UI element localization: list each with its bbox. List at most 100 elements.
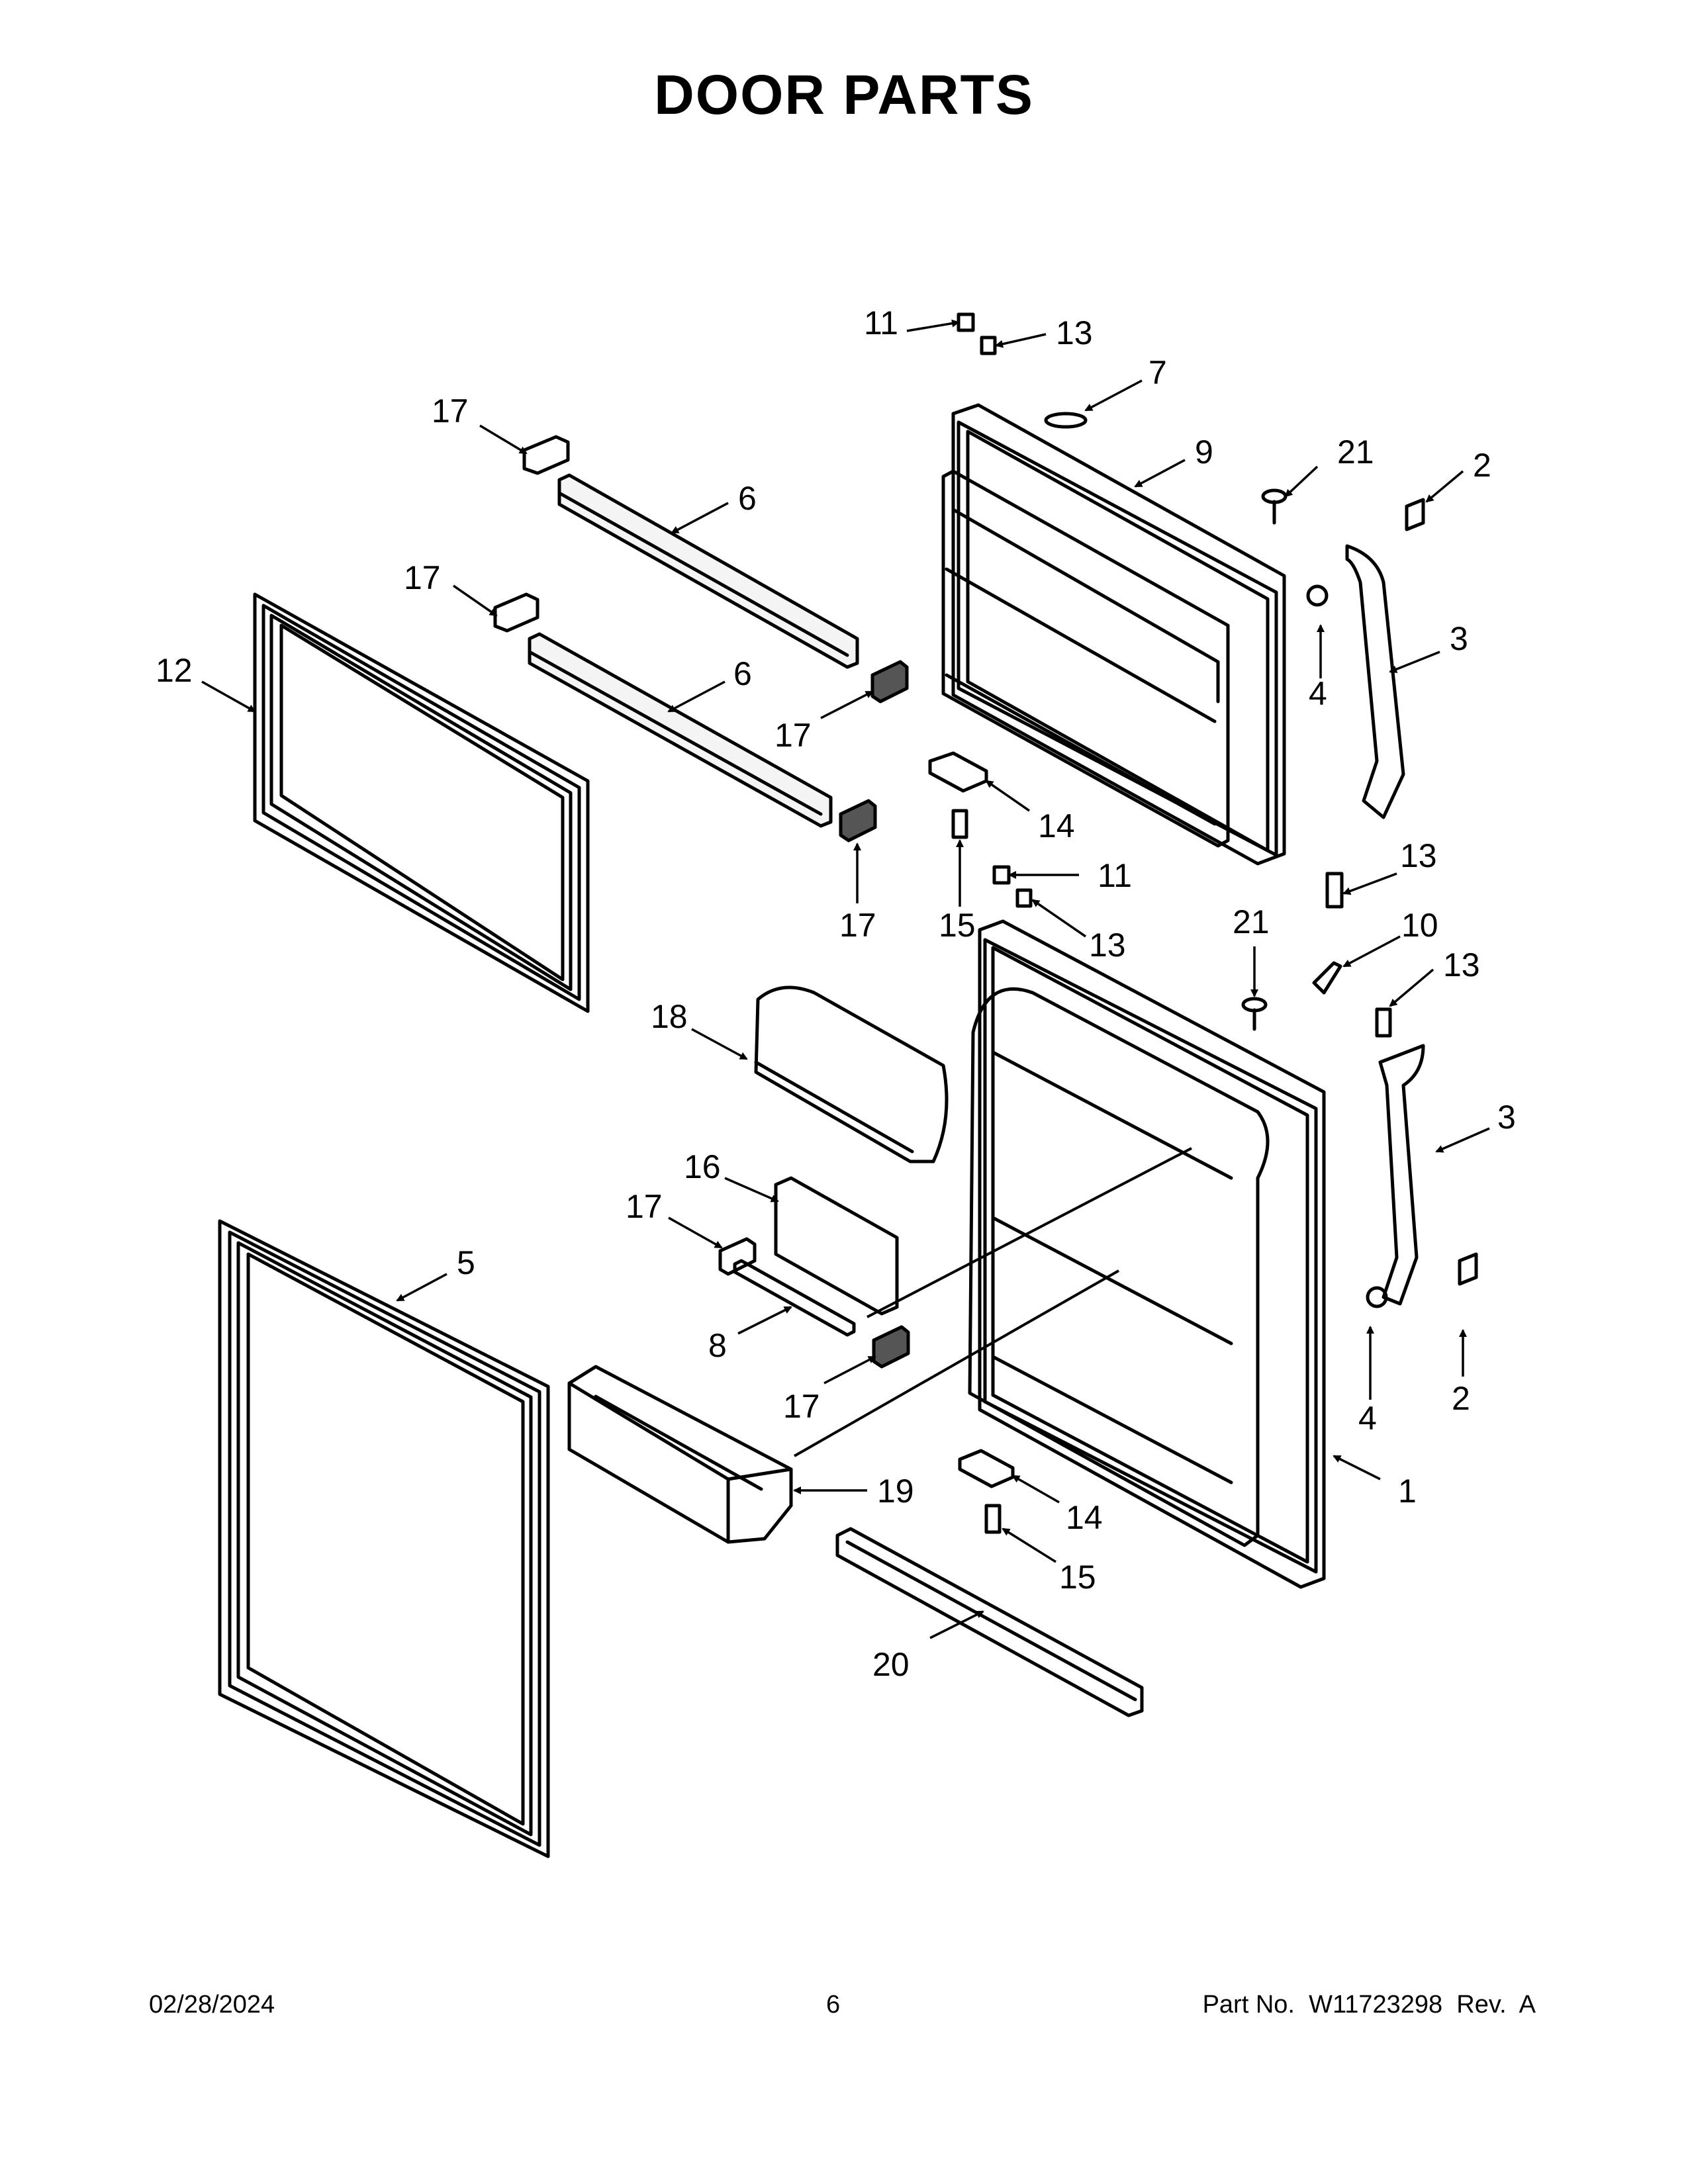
hinge-bracket-upper (928, 751, 988, 793)
handle-screw-lower (1375, 1007, 1392, 1038)
assembly-line-1 (867, 1147, 1192, 1318)
shelf-clip-2 (493, 592, 539, 633)
leader-15b (1002, 1527, 1056, 1563)
leader-1 (1333, 1455, 1381, 1480)
hinge-bracket-lower (958, 1449, 1015, 1488)
callout-7: 7 (1149, 354, 1167, 391)
shelf-clip-5 (718, 1237, 757, 1276)
callout-13a: 13 (1056, 314, 1093, 351)
leader-14a (985, 780, 1030, 812)
callout-17f: 17 (783, 1388, 820, 1425)
door-plug-lower (1241, 997, 1268, 1031)
dairy-door-part (754, 985, 949, 1163)
freezer-shelf-rail-upper (557, 473, 859, 669)
shelf-clip-4 (839, 799, 877, 842)
callout-21b: 21 (1233, 903, 1270, 940)
fresh-food-gasket-part (218, 1219, 550, 1858)
leader-11a (906, 319, 960, 332)
leader-17a (479, 424, 528, 455)
can-rack-part (774, 1176, 899, 1316)
callout-13c: 13 (1089, 927, 1126, 964)
callout-13d: 13 (1443, 946, 1480, 983)
leader-13a (995, 333, 1047, 348)
hinge-pin-lower (992, 865, 1011, 885)
leader-10 (1342, 935, 1401, 968)
callout-15a: 15 (939, 907, 976, 944)
leader-6a (671, 502, 729, 534)
callout-6b: 6 (733, 655, 752, 692)
callout-17e: 17 (626, 1188, 663, 1225)
callout-10: 10 (1401, 907, 1438, 944)
door-plug-upper (1261, 488, 1288, 525)
leader-8 (737, 1306, 792, 1335)
leader-7 (1084, 379, 1143, 412)
callout-2b: 2 (1452, 1380, 1470, 1417)
assembly-line-2 (794, 1269, 1119, 1457)
footer-part-number: Part No. W11723298 Rev. A (1202, 1991, 1536, 2019)
callout-11a: 11 (864, 304, 898, 341)
handle-mount-upper (1306, 584, 1329, 607)
callout-17a: 17 (432, 392, 469, 430)
callout-14b: 14 (1066, 1499, 1103, 1536)
callout-18: 18 (651, 998, 688, 1035)
shelf-clip-1 (522, 435, 570, 475)
handle-mount-lower (1366, 1286, 1388, 1308)
callout-6a: 6 (738, 480, 757, 517)
fresh-food-door-part (968, 919, 1326, 1589)
callout-14a: 14 (1038, 807, 1075, 844)
leader-12 (201, 680, 256, 713)
callout-9: 9 (1195, 433, 1213, 471)
screw-top-upper (980, 336, 997, 355)
leader-2a (1425, 470, 1464, 503)
bottom-trim-part (835, 1527, 1144, 1717)
freezer-shelf-rail-lower (528, 632, 833, 828)
callout-3a: 3 (1450, 620, 1468, 657)
leader-17e (668, 1216, 723, 1249)
hinge-screw-lower (984, 1504, 1002, 1534)
leader-5 (396, 1273, 447, 1302)
callout-8: 8 (708, 1327, 727, 1364)
callout-19: 19 (877, 1473, 914, 1510)
leader-13d (1389, 968, 1434, 1007)
leader-13c (1031, 899, 1086, 938)
callout-13b: 13 (1400, 837, 1437, 874)
callout-4a: 4 (1309, 675, 1327, 712)
callout-11b: 11 (1098, 857, 1132, 894)
leader-17f (823, 1355, 876, 1385)
fresh-food-door-handle (1378, 1044, 1425, 1306)
shelf-clip-3 (870, 660, 909, 704)
leader-3b (1435, 1127, 1490, 1153)
door-shelf-rail-small (733, 1259, 856, 1337)
leader-20 (929, 1610, 984, 1639)
page-title: DOOR PARTS (654, 64, 1034, 126)
leader-14b (1011, 1475, 1060, 1504)
leader-21a (1284, 465, 1319, 498)
callout-4b: 4 (1358, 1400, 1377, 1437)
leader-9 (1134, 459, 1186, 488)
callout-16: 16 (684, 1148, 721, 1185)
callout-17d: 17 (839, 907, 876, 944)
callout-15b: 15 (1059, 1559, 1096, 1596)
leader-13b (1342, 872, 1397, 895)
callout-5: 5 (457, 1244, 475, 1281)
freezer-door-part (941, 403, 1286, 866)
callout-3b: 3 (1497, 1099, 1516, 1136)
freezer-gasket-part (253, 592, 590, 1013)
shelf-clip-6 (872, 1325, 910, 1369)
handle-end-cap-lower (1458, 1252, 1478, 1286)
leader-17b (453, 584, 498, 617)
leader-18 (691, 1028, 748, 1060)
door-stop-ring (1044, 412, 1088, 429)
handle-screw-upper (1325, 872, 1344, 909)
callout-12: 12 (156, 652, 193, 689)
footer-date: 02/28/2024 (149, 1991, 275, 2019)
footer-page-number: 6 (826, 1991, 841, 2019)
callout-1: 1 (1398, 1473, 1417, 1510)
screw-top-lower (1015, 888, 1033, 908)
leader-6b (667, 680, 726, 713)
leader-16 (724, 1177, 779, 1203)
leader-17c (820, 690, 874, 719)
hinge-screw-upper (951, 809, 968, 839)
callout-21a: 21 (1337, 433, 1374, 471)
